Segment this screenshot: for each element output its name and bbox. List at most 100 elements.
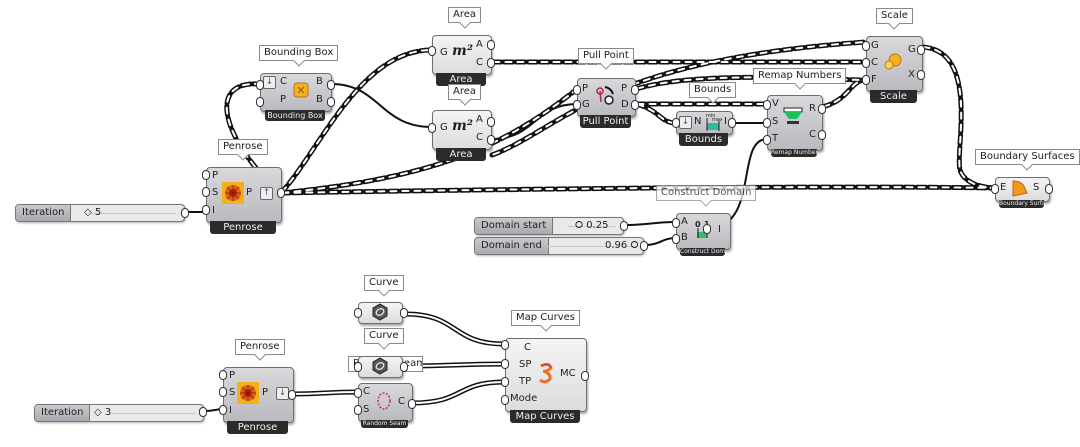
input-label: G (871, 40, 879, 51)
output-port[interactable] (487, 40, 495, 50)
output-port[interactable] (620, 221, 628, 231)
input-port[interactable] (672, 218, 680, 228)
input-port[interactable] (219, 387, 227, 397)
input-port[interactable] (428, 123, 436, 133)
input-port[interactable] (501, 377, 509, 387)
remap-numbers-icon (783, 107, 803, 124)
input-port[interactable] (256, 80, 264, 90)
input-port[interactable] (573, 85, 581, 95)
slider-name: Domain end (475, 238, 549, 254)
input-label: I (212, 205, 215, 216)
area-component[interactable]: G m² A C Area (432, 110, 494, 162)
component-caption: Area (436, 73, 486, 86)
output-port[interactable] (728, 118, 736, 128)
input-port[interactable] (672, 234, 680, 244)
input-port[interactable] (354, 308, 362, 318)
graft-arrow-up-icon: ↑ (260, 187, 273, 200)
input-label: B (681, 232, 688, 243)
output-port[interactable] (703, 224, 711, 234)
penrose-tiling-icon (222, 182, 244, 204)
map-curves-component[interactable]: C SP TP Mode MC Map Curves (505, 338, 587, 424)
construct-domain-component[interactable]: A B 0 1 I Construct Domain (676, 213, 731, 259)
output-port[interactable] (487, 58, 495, 68)
domain-start-slider[interactable]: Domain start ⭘ 0.25 (474, 217, 624, 235)
output-port[interactable] (917, 70, 925, 80)
input-port[interactable] (501, 359, 509, 369)
curve-parameter[interactable] (358, 356, 404, 378)
output-port[interactable] (640, 241, 648, 251)
wire-bbox-to-area2[interactable] (330, 83, 433, 128)
penrose-component[interactable]: P S I P ↓ Penrose (223, 367, 295, 435)
wire-dstart-to-domain[interactable] (624, 221, 677, 226)
output-port[interactable] (917, 45, 925, 55)
penrose-component[interactable]: P S I P ↑ Penrose (206, 167, 282, 235)
output-port[interactable] (408, 399, 416, 409)
input-port[interactable] (354, 362, 362, 372)
input-port[interactable] (202, 205, 210, 215)
slider-track[interactable] (91, 213, 176, 214)
input-port[interactable] (428, 46, 436, 56)
pull-point-component[interactable]: P G P D Pull Point (577, 78, 637, 130)
slider-value-text: 5 (94, 207, 102, 218)
boundary-surfaces-component[interactable]: E S Boundary Surfaces (995, 177, 1051, 211)
wire-grafted-2[interactable] (278, 184, 1001, 196)
slider-track[interactable] (567, 226, 615, 227)
output-label: D (621, 99, 629, 110)
slider-value[interactable]: ⭘ 0.25 (575, 220, 609, 231)
bounds-component[interactable]: ↓ N min max I Bounds (676, 111, 734, 149)
input-port[interactable] (763, 100, 771, 110)
random-seam-component[interactable]: C S C Random Seam (358, 383, 414, 433)
output-port[interactable] (631, 85, 639, 95)
input-port[interactable] (672, 118, 680, 128)
bounding-box-component[interactable]: ↓ C P B B Bounding Box (260, 73, 332, 123)
input-port[interactable] (219, 405, 227, 415)
slider-value[interactable]: ◇ 3 (94, 407, 112, 418)
output-port[interactable] (581, 371, 589, 381)
input-port[interactable] (354, 405, 362, 415)
input-port[interactable] (219, 370, 227, 380)
input-port[interactable] (862, 58, 870, 68)
output-port[interactable] (400, 308, 408, 318)
output-port[interactable] (818, 104, 826, 114)
flatten-arrow-down-icon: ↓ (679, 116, 692, 129)
output-port[interactable] (400, 362, 408, 372)
domain-end-slider[interactable]: Domain end 0.96 ⭘ (474, 237, 644, 255)
output-port[interactable] (487, 135, 495, 145)
input-port[interactable] (991, 184, 999, 194)
input-port[interactable] (501, 340, 509, 350)
output-port[interactable] (1045, 184, 1053, 194)
input-port[interactable] (501, 395, 509, 405)
output-port[interactable] (631, 100, 639, 110)
remap-numbers-component[interactable]: V S T R C Remap Numbers (767, 95, 824, 159)
area-component[interactable]: G m² A C Area (432, 35, 494, 87)
input-port[interactable] (763, 118, 771, 128)
iteration-slider[interactable]: Iteration ◇ 3 (34, 404, 204, 422)
slider-value[interactable]: 0.96 ⭘ (605, 240, 639, 251)
slider-track[interactable] (547, 246, 635, 247)
output-port[interactable] (818, 130, 826, 140)
input-label: G (440, 47, 448, 58)
output-port[interactable] (199, 407, 207, 417)
input-port[interactable] (862, 75, 870, 85)
slider-value[interactable]: ◇ 5 (84, 207, 102, 218)
output-port[interactable] (181, 208, 189, 218)
input-port[interactable] (256, 97, 264, 107)
output-label: C (809, 129, 816, 140)
input-port[interactable] (202, 187, 210, 197)
output-port[interactable] (327, 97, 335, 107)
wire-grafted-9[interactable] (819, 77, 869, 110)
iteration-slider[interactable]: Iteration ◇ 5 (15, 204, 185, 222)
output-port[interactable] (277, 188, 285, 198)
slider-track[interactable] (110, 413, 195, 414)
wire-grafted-1[interactable] (278, 47, 435, 196)
output-port[interactable] (327, 80, 335, 90)
input-port[interactable] (354, 388, 362, 398)
input-port[interactable] (763, 135, 771, 145)
input-port[interactable] (862, 41, 870, 51)
input-port[interactable] (202, 170, 210, 180)
output-port[interactable] (487, 117, 495, 127)
output-port[interactable] (288, 390, 296, 400)
input-port[interactable] (573, 100, 581, 110)
curve-parameter[interactable] (358, 302, 404, 324)
scale-component[interactable]: G C F G X Scale (866, 36, 924, 104)
